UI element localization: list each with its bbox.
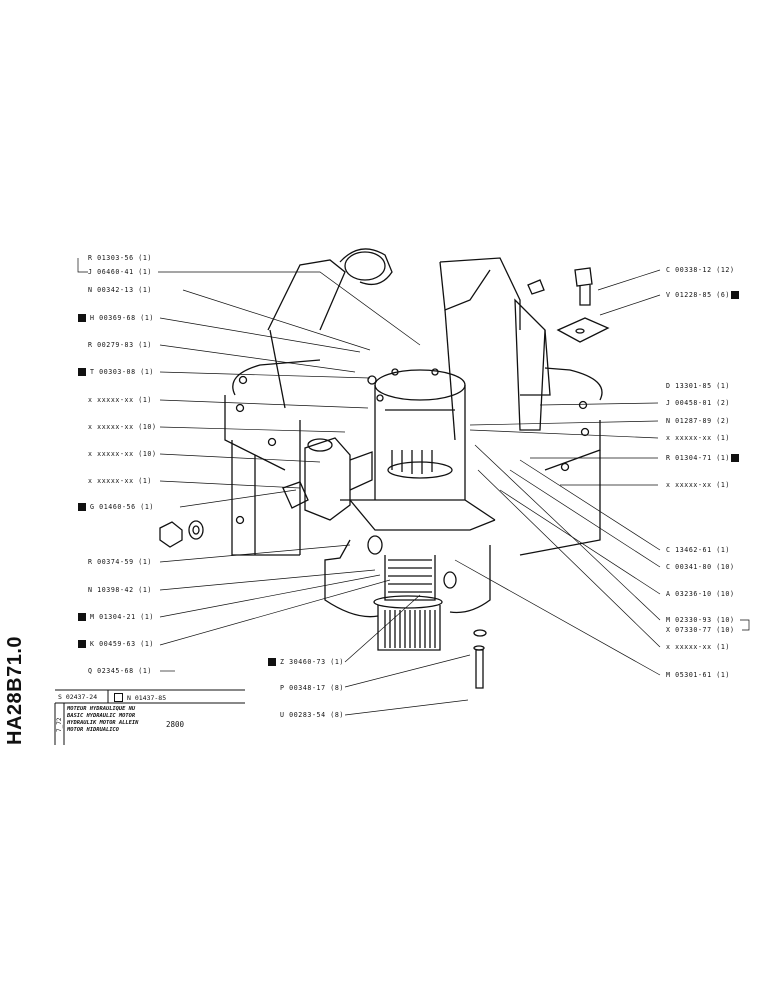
frame-arm (267, 248, 551, 441)
part-label: D 13301-85 (1) (666, 382, 730, 390)
marker-square-icon (731, 291, 739, 299)
part-label: R 00374-59 (1) (88, 558, 152, 566)
part-label: C 00341-80 (10) (666, 563, 735, 571)
leader-lines (77, 258, 750, 716)
title-line-4: MOTOR HIDRUALICO (67, 727, 119, 733)
part-label: R 01304-71 (1) (666, 454, 730, 462)
part-label: J 06460-41 (1) (88, 268, 152, 276)
plug-and-washer (159, 481, 309, 548)
marker-square-icon (78, 368, 86, 376)
central-cylinder (340, 368, 496, 531)
part-label: N 01287-89 (2) (666, 417, 730, 425)
part-label: V 01228-85 (6) (666, 291, 730, 299)
valve-block (304, 437, 373, 521)
part-label: C 00338-12 (12) (666, 266, 735, 274)
part-label: P 00348-17 (8) (280, 684, 344, 692)
part-label: M 02330-93 (10) (666, 616, 735, 624)
doc-ref-box-icon (114, 693, 123, 702)
document-reference: HA28B71.0 (4, 635, 26, 745)
part-label: C 13462-61 (1) (666, 546, 730, 554)
part-label: x xxxxx-xx (1) (666, 481, 730, 489)
part-label: R 00279-83 (1) (88, 341, 152, 349)
part-label: x xxxxx-xx (1) (666, 434, 730, 442)
part-label: Q 02345-68 (1) (88, 667, 152, 675)
part-label: T 00303-08 (1) (90, 368, 154, 376)
doc-number: S 02437-24 (58, 693, 98, 701)
part-label: A 03236-10 (10) (666, 590, 735, 598)
part-label: X 07330-77 (10) (666, 626, 735, 634)
part-label: H 00369-68 (1) (90, 314, 154, 322)
marker-square-icon (78, 503, 86, 511)
title-line-2: BASIC HYDRAULIC MOTOR (67, 713, 136, 719)
part-label: x xxxxx-xx (10) (88, 423, 157, 431)
part-label: J 00458-01 (2) (666, 399, 730, 407)
title-block-frame (54, 689, 245, 745)
part-label: N 00342-13 (1) (88, 286, 152, 294)
part-label: N 10398-42 (1) (88, 586, 152, 594)
part-label: x xxxxx-xx (1) (88, 477, 152, 485)
marker-square-icon (731, 454, 739, 462)
bolt-and-lock-plate (527, 267, 610, 343)
part-label: U 00283-54 (8) (280, 711, 344, 719)
marker-square-icon (78, 613, 86, 621)
part-label: M 01304-21 (1) (90, 613, 154, 621)
part-label: M 05301-61 (1) (666, 671, 730, 679)
title-line-1: MOTEUR HYDRAULIQUE NU (67, 706, 136, 712)
doc-ref: N 01437-85 (127, 694, 167, 702)
model-number: 2800 (166, 720, 185, 729)
part-label: G 01460-56 (1) (90, 503, 154, 511)
marker-square-icon (78, 640, 86, 648)
part-label: x xxxxx-xx (10) (88, 450, 157, 458)
bottom-pin (473, 629, 487, 689)
part-label: R 01303-56 (1) (88, 254, 152, 262)
document-date: 7_72 (56, 717, 63, 732)
title-line-3: HYDRAULIK MOTOR ALLEIN (67, 720, 139, 726)
housing (224, 359, 603, 618)
part-label: K 00459-63 (1) (90, 640, 154, 648)
part-label: Z 30460-73 (1) (280, 658, 344, 666)
part-label: x xxxxx-xx (1) (666, 643, 730, 651)
marker-square-icon (78, 314, 86, 322)
marker-square-icon (268, 658, 276, 666)
output-shaft (367, 535, 457, 651)
part-label: x xxxxx-xx (1) (88, 396, 152, 404)
